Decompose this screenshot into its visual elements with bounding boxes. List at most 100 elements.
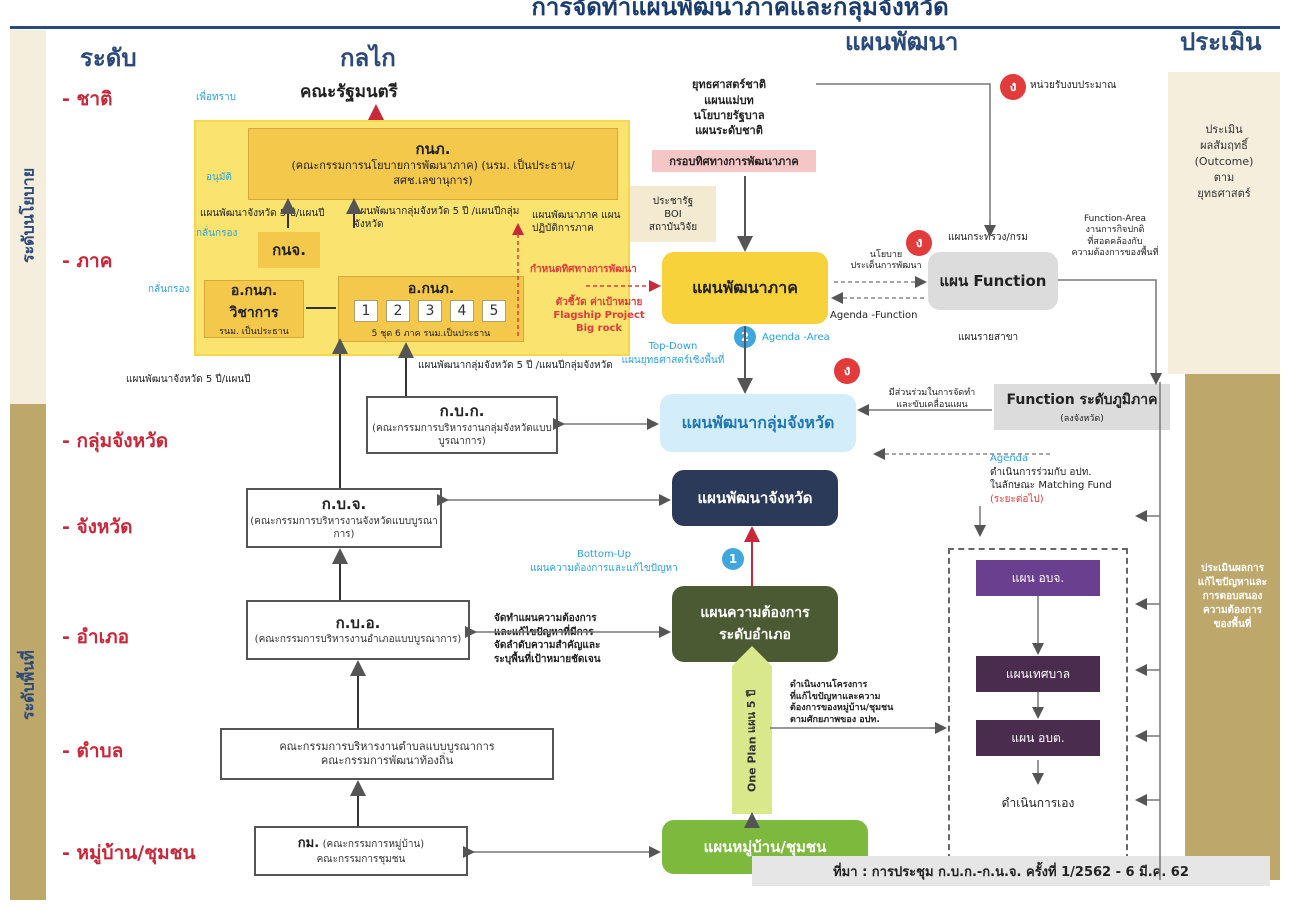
- eval-outcome-4: ตาม: [1213, 170, 1235, 184]
- national-3: นโยบายรัฐบาล: [693, 109, 765, 122]
- agenda-desc-2: ในลักษณะ Matching Fund: [990, 480, 1112, 491]
- kbo-title: ก.บ.อ.: [335, 613, 381, 632]
- tambon-line-1: คณะกรรมการบริหารงานตำบลแบบบูรณาการ: [279, 739, 495, 753]
- title-divider: [10, 26, 1280, 29]
- function-regional-box: Function ระดับภูมิภาค (ลงจังหวัด): [994, 384, 1170, 430]
- header-plan: แผนพัฒนา: [845, 28, 959, 56]
- bottom-up-label: Bottom-Up แผนความต้องการและแก้ไขปัญหา: [514, 548, 694, 575]
- project-2: ที่แก้ไขปัญหาและความ: [790, 691, 881, 702]
- public-private-box: ประชารัฐ BOI สถาบันวิจัย: [630, 186, 716, 242]
- ministry-plan-label: แผนกระทรวง/กรม: [948, 232, 1028, 243]
- kpb-box: กนภ. (คณะกรรมการนโยบายการพัฒนาภาค) (นรม.…: [248, 128, 618, 200]
- kbj-title: ก.บ.จ.: [321, 495, 367, 514]
- okpb-num-3: 3: [418, 300, 442, 322]
- eval-outcome-2: ผลสัมฤทธิ์: [1200, 138, 1248, 152]
- kpb-title: กนภ.: [415, 139, 451, 158]
- function-regional: Function ระดับภูมิภาค: [1006, 392, 1158, 408]
- level-region: - ภาค: [62, 250, 113, 272]
- okpb-note: 5 ชุด 6 ภาค รนม.เป็นประธาน: [371, 329, 491, 339]
- func-area-3: ที่สอดคล้องกับ: [1087, 236, 1143, 247]
- approve-label: อนุมัติ: [206, 172, 232, 183]
- okpb-num-1: 1: [354, 300, 378, 322]
- for-info-label: เพื่อทราบ: [196, 92, 236, 103]
- okpb-tech-box: อ.กนภ. วิชาการ รนม. เป็นประธาน: [204, 280, 304, 338]
- agenda: Agenda: [990, 453, 1029, 464]
- okpb-tech-note: รนม. เป็นประธาน: [219, 327, 289, 337]
- alert-marker-3: ง: [834, 358, 860, 384]
- local-plan-2: แผนเทศบาล: [976, 656, 1100, 692]
- evaluation-outcome: ประเมิน ผลสัมฤทธิ์ (Outcome) ตาม ยุทธศาส…: [1168, 122, 1280, 202]
- indicators-1: ตัวชี้วัด ค่าเป้าหมาย: [555, 297, 643, 308]
- eval-outcome-3: (Outcome): [1194, 154, 1254, 168]
- region-plan-note: แผนพัฒนาภาค แผนปฏิบัติการภาค: [532, 210, 621, 234]
- kbo-desc: (คณะกรรมการบริหารงานอำเภอแบบบูรณาการ): [254, 634, 462, 646]
- eval-area-5: ของพื้นที่: [1213, 619, 1252, 630]
- screen-label: กลั่นกรอง: [196, 228, 238, 239]
- local-plan-1: แผน อบจ.: [976, 560, 1100, 596]
- local-plan-4: ดำเนินการเอง: [976, 786, 1100, 820]
- district-text-4: ระบุพื้นที่เป้าหมายชัดเจน: [494, 653, 601, 665]
- alert-marker-1: ง: [1000, 74, 1026, 100]
- tambon-box: คณะกรรมการบริหารงานตำบลแบบบูรณาการ คณะกร…: [220, 728, 554, 780]
- participate-2: และขับเคลื่อนแผน: [896, 399, 968, 410]
- indicators-3: Big rock: [575, 323, 623, 334]
- level-cluster: - กลุ่มจังหวัด: [62, 430, 169, 452]
- func-area-2: งานการกิจปกติ: [1085, 225, 1145, 236]
- village-committee-box: กม. (คณะกรรมการหมู่บ้าน) คณะกรรมการชุมชน: [254, 826, 468, 876]
- okpb-tech-title: อ.กนภ.: [230, 283, 278, 299]
- okpb-title: อ.กนภ.: [407, 281, 455, 297]
- kbj-box: ก.บ.จ. (คณะกรรมการบริหารงานจังหวัดแบบบูร…: [246, 488, 442, 548]
- area-side-band: [10, 404, 46, 900]
- kbk-box: ก.บ.ก. (คณะกรรมการบริหารงานกลุ่มจังหวัดแ…: [366, 396, 558, 454]
- agenda-area-label: Agenda -Area: [762, 332, 830, 343]
- screen-label-2: กลั่นกรอง: [148, 284, 190, 295]
- indicators-label: ตัวชี้วัด ค่าเป้าหมาย Flagship Project B…: [532, 296, 666, 335]
- project-text: ดำเนินงานโครงการ ที่แก้ไขปัญหาและความ ต้…: [790, 680, 940, 727]
- prov5-bottom-label: แผนพัฒนาจังหวัด 5 ปี/แผนปี: [126, 374, 251, 385]
- policy-dev-2: ประเด็นการพัฒนา: [850, 261, 922, 272]
- indicators-2: Flagship Project: [553, 310, 645, 321]
- eval-area-3: การตอบสนอง: [1202, 591, 1263, 602]
- header-level: ระดับ: [80, 44, 137, 72]
- bottom-up-desc: แผนความต้องการและแก้ไขปัญหา: [530, 562, 678, 574]
- tambon-line-2: คณะกรรมการพัฒนาท้องถิ่น: [320, 754, 454, 767]
- policy-dev-label: นโยบาย ประเด็นการพัฒนา: [838, 250, 934, 273]
- eval-area-2: แก้ไขปัญหาและ: [1197, 577, 1268, 588]
- region-direction-label: กำหนดทิศทางการพัฒนา: [530, 264, 637, 275]
- header-mechanism: กลไก: [340, 44, 396, 72]
- oneplan-arrow-body: [732, 666, 772, 814]
- eval-area-4: ความต้องการ: [1203, 605, 1262, 616]
- national-4: แผนระดับชาติ: [695, 124, 763, 138]
- marker-one: 1: [722, 548, 744, 570]
- level-subdistrict: - ตำบล: [62, 740, 124, 762]
- okpb-num-4: 4: [450, 300, 474, 322]
- national-plans-box: ยุทธศาสตร์ชาติ แผนแม่บท นโยบายรัฐบาล แผน…: [646, 62, 812, 154]
- region-guideline-box: กรอบทิศทางการพัฒนาภาค: [652, 150, 816, 172]
- level-province: - จังหวัด: [62, 516, 133, 538]
- prov5-top-label: แผนพัฒนาจังหวัด 5 ปี/แผนปี: [200, 208, 325, 219]
- evaluation-area: ประเมินผลการ แก้ไขปัญหาและ การตอบสนอง คว…: [1185, 562, 1280, 632]
- agenda-desc-1: ดำเนินการร่วมกับ อปท.: [990, 466, 1092, 478]
- national-1: ยุทธศาสตร์ชาติ: [691, 78, 767, 92]
- level-village: - หมู่บ้าน/ชุมชน: [62, 842, 196, 864]
- sector-plan-label: แผนรายสาขา: [958, 332, 1019, 343]
- source-note: ที่มา : การประชุม ก.บ.ก.-ก.น.จ. ครั้งที่…: [752, 856, 1270, 886]
- page-title: การจัดทำแผนพัฒนาภาคและกลุ่มจังหวัด: [531, 0, 949, 21]
- cluster5-bottom-label: แผนพัฒนากลุ่มจังหวัด 5 ปี /แผนปีกลุ่มจัง…: [418, 360, 613, 371]
- okpb-tech-sub: วิชาการ: [229, 305, 279, 321]
- participate-label: มีส่วนร่วมในการจัดทำ และขับเคลื่อนแผน: [868, 388, 996, 411]
- function-plan-box: แผน Function: [928, 252, 1058, 310]
- func-area-1: Function-Area: [1083, 214, 1147, 224]
- eval-area-1: ประเมินผลการ: [1201, 563, 1264, 574]
- kbj-desc: (คณะกรรมการบริหารงานจังหวัดแบบบูรณาการ): [250, 515, 438, 540]
- cluster5-top-label: แผนพัฒนากลุ่มจังหวัด 5 ปี /แผนปีกลุ่มจัง…: [354, 206, 520, 230]
- eval-outcome-1: ประเมิน: [1205, 123, 1243, 136]
- agenda-function-label: Agenda -Function: [830, 310, 918, 321]
- project-3: ต้องการของหมู่บ้าน/ชุมชน: [790, 703, 894, 714]
- func-area-label: Function-Area งานการกิจปกติ ที่สอดคล้องก…: [1066, 214, 1164, 259]
- func-area-4: ความต้องการของพื้นที่: [1071, 247, 1159, 258]
- function-regional-sub: (ลงจังหวัด): [1060, 414, 1104, 424]
- cluster-plan-box: แผนพัฒนากลุ่มจังหวัด: [660, 394, 856, 452]
- region-plan-box: แผนพัฒนาภาค: [662, 252, 828, 324]
